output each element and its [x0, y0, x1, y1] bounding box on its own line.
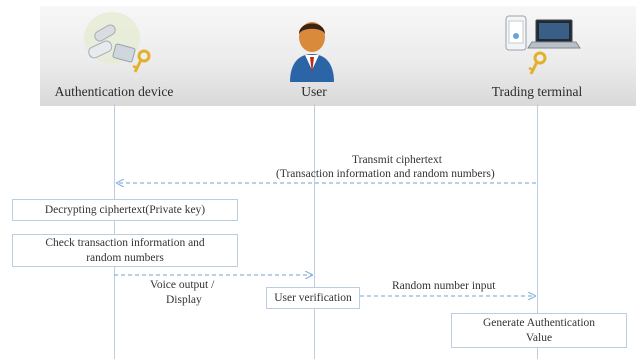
- actor-label-user: User: [301, 84, 327, 99]
- authentication-devices-icon: [84, 12, 151, 73]
- message-voice-output-line2: Display: [166, 294, 202, 306]
- step-check-line1: Check transaction information and: [45, 236, 205, 249]
- trading-terminal-devices-icon: [505, 15, 581, 75]
- message-transmit-ciphertext-line1: Transmit ciphertext: [352, 154, 442, 166]
- message-voice-output-line1: Voice output /: [150, 279, 215, 291]
- lifeline-trading-terminal: [537, 104, 538, 359]
- actor-label-trading-terminal: Trading terminal: [491, 84, 583, 99]
- step-generate-authentication-value: Generate Authentication Value: [451, 313, 627, 348]
- step-decrypting-ciphertext: Decrypting ciphertext(Private key): [12, 199, 238, 221]
- step-user-verification-text: User verification: [274, 291, 352, 304]
- message-transmit-ciphertext-line2: (Transaction information and random numb…: [276, 168, 495, 180]
- step-generate-line1: Generate Authentication: [482, 316, 596, 329]
- step-user-verification: User verification: [266, 287, 360, 309]
- step-check-line2: random numbers: [86, 251, 164, 264]
- lifeline-user: [314, 104, 315, 359]
- lifeline-authentication-device: [114, 104, 115, 359]
- actor-label-authentication-device: Authentication device: [54, 84, 174, 99]
- step-check-transaction-information: Check transaction information and random…: [12, 234, 238, 267]
- step-generate-line2: Value: [525, 331, 553, 344]
- message-random-number-input: Random number input: [392, 280, 496, 292]
- user-avatar-icon: [290, 22, 334, 82]
- step-decrypting-ciphertext-text: Decrypting ciphertext(Private key): [44, 203, 206, 216]
